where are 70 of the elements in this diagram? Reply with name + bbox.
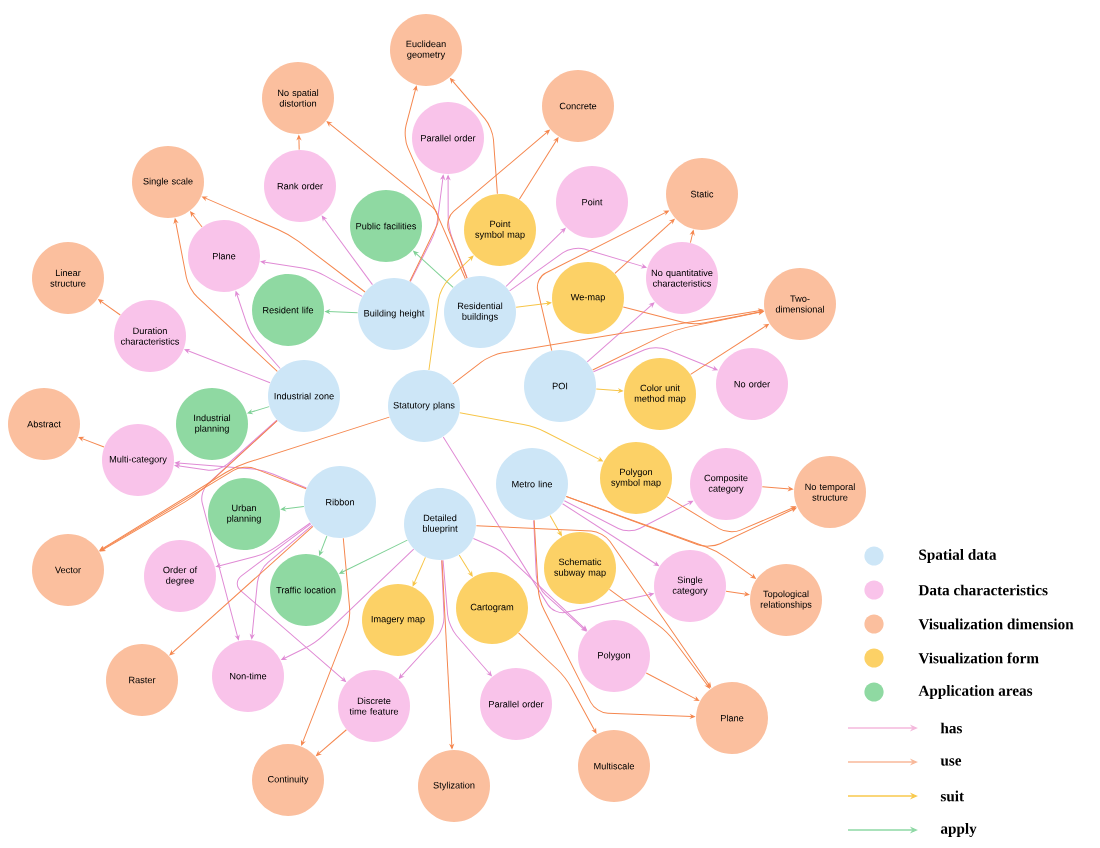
arrow [459,412,603,462]
arrow [321,215,373,286]
arrow [301,537,351,746]
arrow [250,524,313,640]
arrow [442,559,492,677]
arrow [536,210,669,352]
arrow [458,554,473,577]
arrow [562,503,659,567]
arrow [184,349,271,384]
arrow [78,436,105,448]
arrow [592,310,764,371]
arrow [404,85,466,280]
arrow [533,519,587,632]
arrow [98,299,121,316]
arrow [515,301,552,308]
arrow [595,388,623,393]
arrow [608,588,710,689]
arrow [533,519,695,719]
arrow [450,78,498,195]
arrow [260,260,363,297]
arrow [565,495,756,579]
arrow [281,548,415,660]
arrow [215,522,311,568]
arrow [247,406,270,414]
arrow [99,466,307,552]
arrow [316,729,347,756]
arrow [475,525,712,688]
arrow [413,250,454,288]
arrow [509,247,647,292]
arrow [235,291,281,369]
arrow [339,539,408,574]
arrow [236,523,346,682]
arrow [280,506,305,511]
arrow [428,255,474,371]
arrow [592,347,718,373]
arrow [318,535,328,556]
arrow [169,525,314,656]
arrow [297,135,301,151]
arrow [202,196,366,293]
arrow [563,500,694,532]
arrow [175,461,307,489]
arrow [614,218,675,274]
arrow [446,175,468,279]
arrow [190,211,203,228]
arrow [761,486,793,491]
arrow [100,420,278,552]
arrow [412,556,426,586]
arrow [326,121,439,282]
arrow [472,538,588,631]
arrow [325,309,359,314]
arrow [586,302,655,363]
arrow [409,174,445,283]
arrow [441,559,454,749]
arrow [518,632,597,734]
arrow [622,306,764,324]
arrow [398,559,445,679]
arrow [447,129,550,279]
arrow [173,218,278,372]
arrow [645,672,700,701]
arrow [549,515,562,536]
arrow [666,496,796,533]
arrow [689,230,695,244]
arrow [518,137,559,200]
arrow [442,436,654,614]
arrow [174,419,278,471]
arrow [505,227,566,287]
arrow [690,323,769,375]
arrow [452,308,764,385]
arrow [725,590,750,596]
arrow [99,416,390,551]
